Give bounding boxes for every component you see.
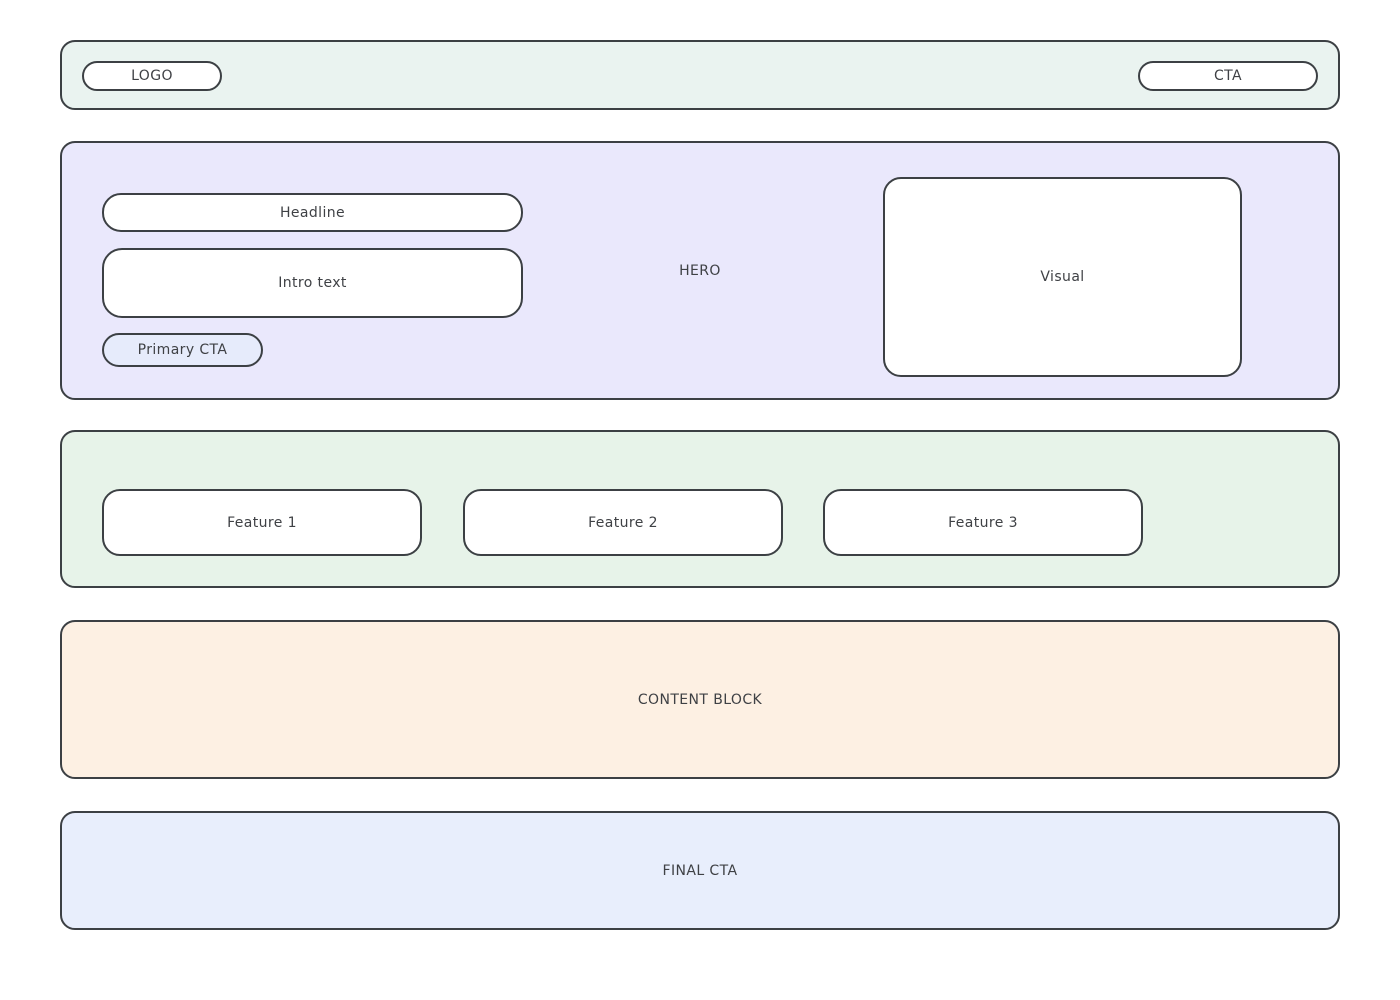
feature-1-label: Feature 1 [227,514,297,531]
logo-pill[interactable]: LOGO [82,61,222,91]
feature-card-1: Feature 1 [102,489,422,556]
intro-text-label: Intro text [278,275,347,291]
intro-text-placeholder: Intro text [102,248,523,318]
final-cta-section: FINAL CTA [60,811,1340,930]
primary-cta-button[interactable]: Primary CTA [102,333,263,367]
headline-label: Headline [279,204,346,221]
logo-label: LOGO [131,68,173,84]
visual-label: Visual [1040,269,1085,285]
primary-cta-label: Primary CTA [137,342,228,358]
feature-3-label: Feature 3 [948,514,1018,531]
content-block-label: CONTENT BLOCK [637,691,763,708]
features-section: Feature 1 Feature 2 Feature 3 [60,430,1340,588]
feature-card-3: Feature 3 [823,489,1143,556]
feature-2-label: Feature 2 [588,514,658,531]
final-cta-label: FINAL CTA [662,862,738,879]
headline-placeholder: Headline [102,193,523,232]
feature-card-2: Feature 2 [463,489,783,556]
topbar-cta-label: CTA [1213,68,1243,84]
hero-section: HERO Headline Intro text Primary CTA Vis… [60,141,1340,400]
topbar-cta-button[interactable]: CTA [1138,61,1318,91]
hero-section-label: HERO [679,262,721,279]
topbar-section: LOGO CTA [60,40,1340,110]
content-block-section: CONTENT BLOCK [60,620,1340,779]
hero-visual-placeholder: Visual [883,177,1242,377]
